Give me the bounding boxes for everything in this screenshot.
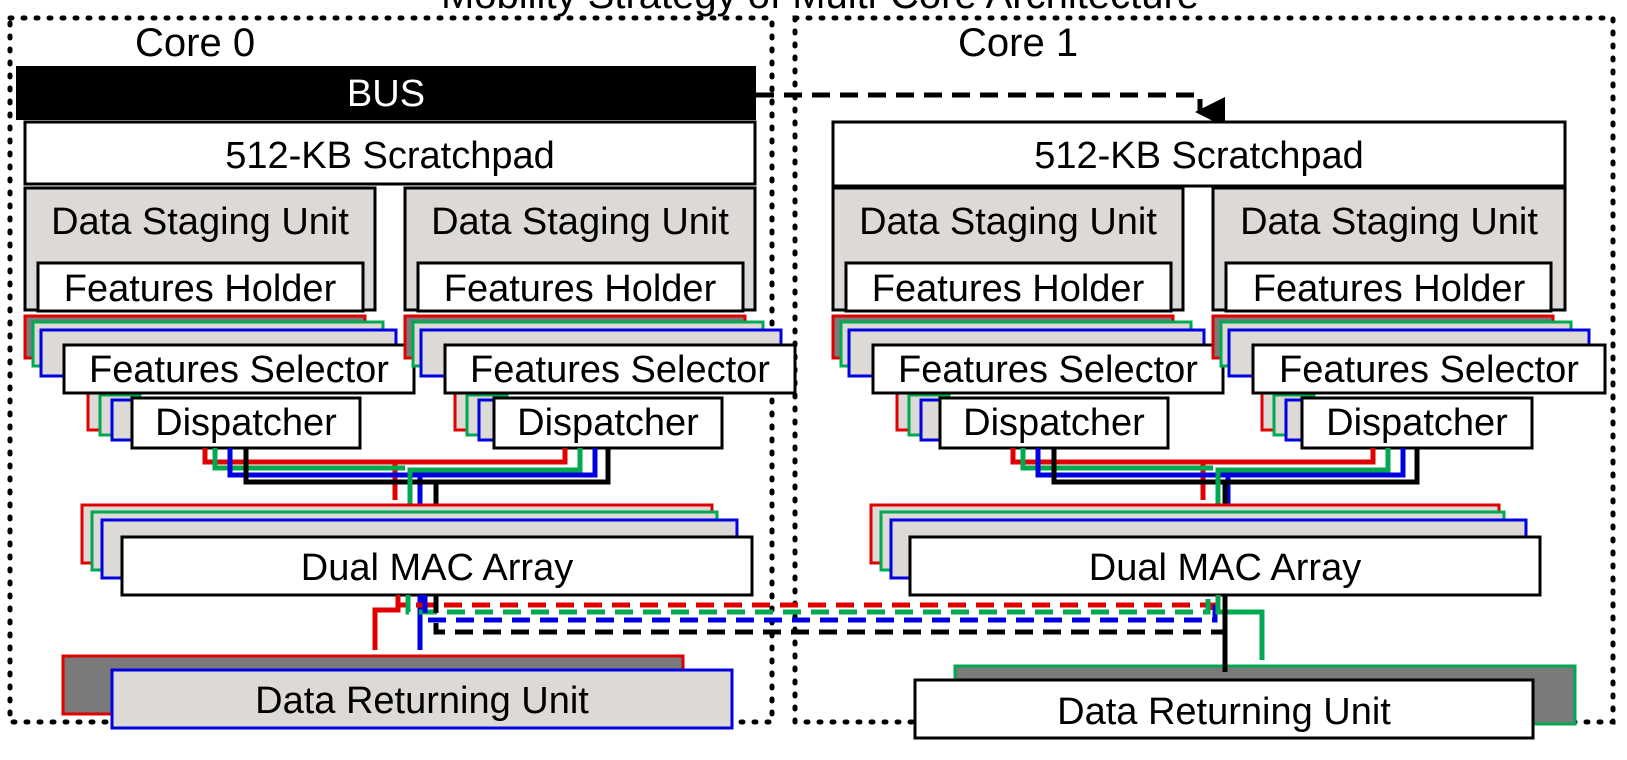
- core-0-scratchpad-label: 512-KB Scratchpad: [225, 135, 555, 177]
- bus-to-core1-arrow: [756, 92, 1225, 127]
- core-0-features-selector-b: [443, 343, 797, 395]
- core-0-staging-unit-a-label: Data Staging Unit: [51, 201, 349, 243]
- core-1-scratchpad-label: 512-KB Scratchpad: [1034, 135, 1364, 177]
- core-0-dual-mac-array: [120, 535, 754, 597]
- core-0-dispatcher-b-label: Dispatcher: [517, 402, 699, 444]
- core-0-scratchpad: [23, 120, 757, 186]
- core-1-dispatcher-b-label: Dispatcher: [1326, 402, 1508, 444]
- bus-bar: [16, 66, 756, 120]
- core-0-dispatcher-a: [130, 396, 362, 450]
- core-0-features-selector-a: [62, 343, 416, 395]
- core-0-features-holder-a: [36, 261, 365, 313]
- core-0-features-holder-b-label: Features Holder: [444, 268, 717, 310]
- core-0-features-holder-b: [416, 261, 745, 313]
- core-1-features-selector-a-label: Features Selector: [898, 349, 1198, 391]
- core-1-features-selector-b-label: Features Selector: [1279, 349, 1579, 391]
- core-0-features-selector-a-label: Features Selector: [89, 349, 389, 391]
- mac-to-return-routes: [372, 595, 1265, 672]
- core-0-dispatcher-a-label: Dispatcher: [155, 402, 337, 444]
- core-1-features-holder-b: [1224, 261, 1553, 313]
- core-1-features-holder-b-label: Features Holder: [1253, 268, 1526, 310]
- core-1-scratchpad: [831, 120, 1567, 188]
- core-0-dual-mac-array-label: Dual MAC Array: [301, 547, 573, 589]
- core-1-staging-unit-a-label: Data Staging Unit: [859, 201, 1157, 243]
- core-0-features-selector-b-label: Features Selector: [470, 349, 770, 391]
- core-1-features-selector-a: [871, 343, 1225, 395]
- core-1-dispatcher-b: [1300, 396, 1534, 450]
- core-1-label: Core 1: [958, 21, 1078, 65]
- core-1-data-returning-unit-label: Data Returning Unit: [1057, 691, 1391, 733]
- core-1-features-selector-b: [1251, 343, 1607, 395]
- core-0-features-holder-a-label: Features Holder: [64, 268, 337, 310]
- core-1-dispatch-lines: [1010, 448, 1420, 528]
- core-0-label: Core 0: [135, 21, 255, 65]
- bus-label: BUS: [347, 73, 425, 115]
- core-1-dual-mac-array-label: Dual MAC Array: [1089, 547, 1361, 589]
- core-0-dispatcher-b: [492, 396, 724, 450]
- core-1-dispatcher-a-label: Dispatcher: [963, 402, 1145, 444]
- core-1-features-holder-a-label: Features Holder: [872, 268, 1145, 310]
- core-1-features-holder-a: [844, 261, 1173, 313]
- core-1-data-returning-unit: [913, 678, 1535, 740]
- core-0-staging-unit-b-label: Data Staging Unit: [431, 201, 729, 243]
- core-1-staging-unit-b-label: Data Staging Unit: [1240, 201, 1538, 243]
- core-1-dual-mac-array: [908, 535, 1542, 597]
- title-partial: Mobility Strategy of Multi-Core Architec…: [441, 0, 1199, 17]
- core-1-dispatcher-a: [938, 396, 1170, 450]
- core-0-data-returning-unit-label: Data Returning Unit: [255, 680, 589, 722]
- core-0-data-returning-unit: [110, 668, 734, 730]
